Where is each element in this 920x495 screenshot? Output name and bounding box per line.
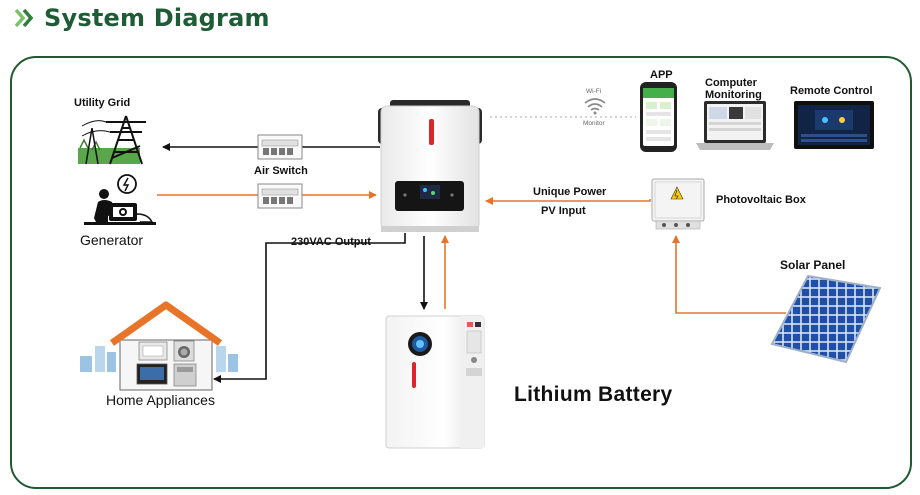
connection-lines [157,116,786,383]
utility-grid-tower-icon [78,115,146,165]
utility-grid-label: Utility Grid [74,97,131,109]
wifi-icon [584,98,606,115]
photovoltaic-box-label: Photovoltaic Box [716,194,806,206]
air-switch-icon [257,134,303,209]
generator-icon [84,174,156,225]
chevron-double-right-icon [14,8,34,28]
computer-monitoring-label-line2: Monitoring [705,89,762,101]
monitor-label: Monitor [583,120,605,127]
phone-app-icon [640,82,677,152]
remote-control-label: Remote Control [790,85,873,97]
laptop-icon [696,101,774,150]
solar-panel-label: Solar Panel [780,258,846,272]
house-icon [80,301,238,391]
lithium-battery-icon [385,315,485,449]
header: System Diagram [12,2,270,34]
home-appliances-label: Home Appliances [106,392,215,408]
diagram-frame [10,56,912,489]
lithium-battery-label: Lithium Battery [514,383,673,406]
pv-input-line [485,197,651,205]
page-title: System Diagram [44,4,270,32]
inverter-icon [378,100,482,232]
unique-power-label: Unique Power [533,186,607,198]
app-label: APP [650,69,673,81]
photovoltaic-box-icon [651,178,705,230]
pv-input-label: PV Input [541,205,586,217]
solar-to-box-line [672,235,786,314]
remote-control-screen-icon [794,101,874,149]
ac-output-line [213,233,406,383]
generator-label: Generator [80,232,144,248]
solar-panel-icon [770,274,882,364]
output-230vac-label: 230VAC Output [291,236,371,248]
wifi-label: Wi-Fi [586,88,602,95]
air-switch-label: Air Switch [254,165,308,177]
computer-monitoring-label-line1: Computer [705,77,757,89]
